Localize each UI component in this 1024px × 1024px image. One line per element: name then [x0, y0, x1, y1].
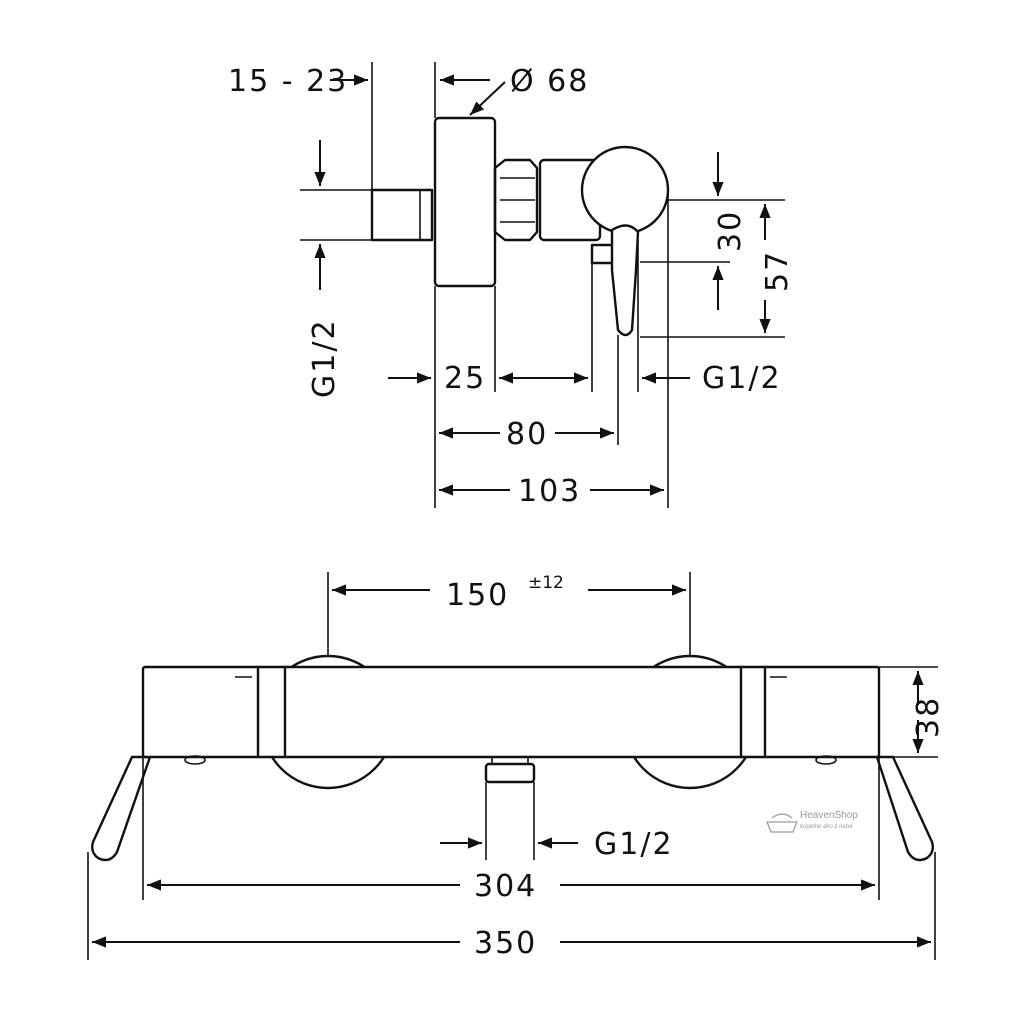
lever-left [90, 755, 152, 862]
label-dim-103: 103 [518, 474, 581, 509]
label-thread-left: G1/2 [307, 318, 342, 398]
mixer-body-front [141, 665, 881, 759]
label-thread-right: G1/2 [702, 361, 782, 396]
label-dim-38: 38 [911, 696, 946, 738]
hex-nut [493, 158, 539, 242]
lever-right [875, 755, 935, 862]
watermark-logo: HeavenShop kúpeľne ako z neba [766, 810, 858, 833]
label-range-15-23: 15 - 23 [228, 64, 348, 99]
wall-connector [370, 188, 434, 242]
lever-side [610, 224, 640, 337]
label-dim-57: 57 [760, 250, 795, 292]
label-dim-350: 350 [474, 926, 537, 961]
label-dim-80: 80 [506, 417, 548, 452]
label-dim-30: 30 [713, 210, 748, 252]
label-dim-25: 25 [444, 361, 486, 396]
cartridge-housing [580, 145, 670, 235]
label-thread-bottom: G1/2 [594, 827, 674, 862]
label-dim-304: 304 [474, 869, 537, 904]
side-view: 15 - 23 Ø 68 G1/2 25 G1/2 80 103 30 57 [228, 62, 795, 509]
wall-rosette [433, 116, 497, 288]
watermark-brand: HeavenShop [800, 810, 858, 821]
outlet-side [590, 243, 616, 265]
outlet-front [484, 762, 536, 784]
front-view: 150 ±12 38 G1/2 304 350 HeavenShop kúpeľ… [87, 572, 946, 961]
label-diameter-68: Ø 68 [510, 64, 589, 99]
label-dim-150: 150 [446, 578, 509, 613]
label-tolerance-150: ±12 [528, 573, 564, 593]
watermark-tagline: kúpeľne ako z neba [800, 824, 853, 830]
